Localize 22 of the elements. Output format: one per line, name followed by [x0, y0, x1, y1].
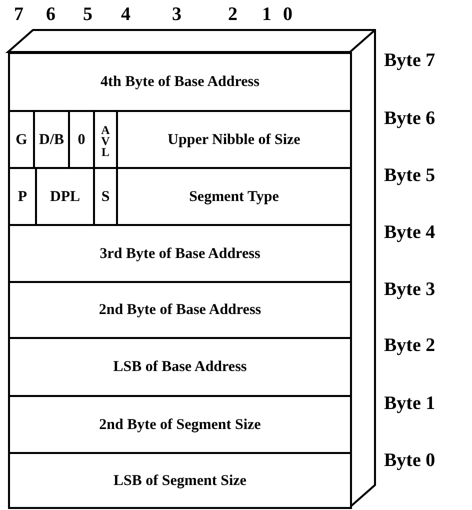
bit-number: 2	[228, 4, 238, 26]
register-field: LSB of Base Address	[8, 337, 352, 397]
bit-number: 3	[172, 4, 182, 26]
bit-number: 7	[14, 4, 24, 26]
bit-number: 1	[262, 4, 272, 26]
register-field: 4th Byte of Base Address	[8, 52, 352, 112]
bit-number: 4	[121, 4, 130, 26]
bit-number: 6	[46, 4, 56, 26]
register-field: 2nd Byte of Base Address	[8, 281, 352, 339]
byte-label: Byte 3	[384, 279, 436, 301]
bit-number: 0	[283, 4, 292, 26]
register-field: LSB of Segment Size	[8, 452, 352, 509]
byte-label: Byte 2	[384, 335, 436, 357]
byte-label: Byte 1	[384, 393, 436, 415]
byte-label: Byte 4	[384, 222, 436, 244]
register-field: 3rd Byte of Base Address	[8, 224, 352, 283]
bit-number: 5	[83, 4, 92, 26]
byte-label: Byte 7	[384, 50, 436, 72]
byte-label: Byte 0	[384, 450, 436, 472]
byte-label: Byte 6	[384, 108, 436, 130]
register-field: 2nd Byte of Segment Size	[8, 395, 352, 454]
byte-label: Byte 5	[384, 165, 436, 187]
